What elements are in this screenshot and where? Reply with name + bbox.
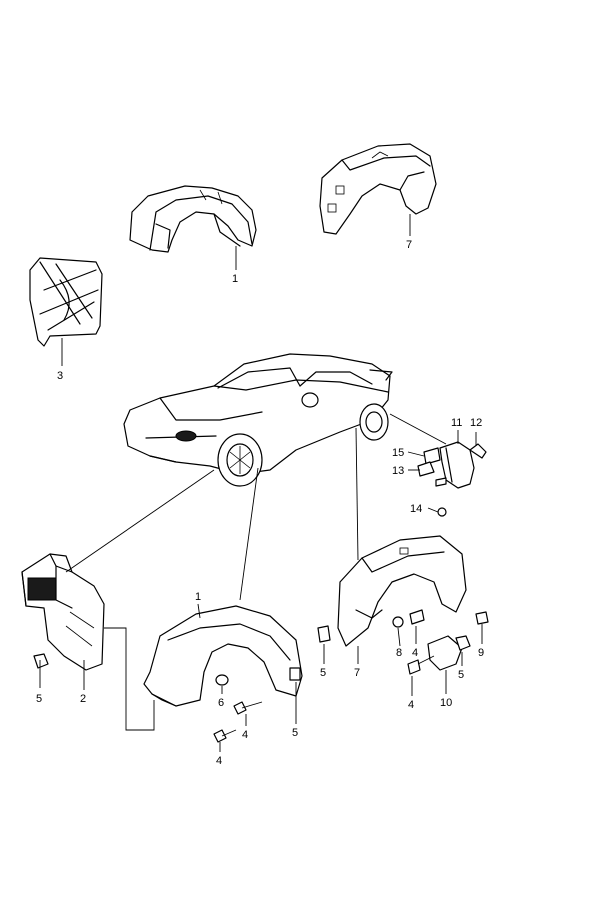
callout-1-bottom: 1: [195, 591, 201, 603]
front-trim-panel: [29, 257, 103, 347]
callout-9: 9: [478, 647, 484, 659]
callout-7-top: 7: [406, 239, 412, 251]
callout-2: 2: [80, 693, 86, 705]
callout-labels: 1 7 3 11 12 15 13 14 1 5 2 6 4 4 5 5 7 8…: [36, 239, 484, 767]
front-wheelhouse-liner-bottom: [143, 605, 303, 743]
callout-7-bottom: 7: [354, 667, 360, 679]
callout-4-a: 4: [242, 729, 248, 741]
car-illustration: [123, 353, 393, 487]
front-lower-trim-part-2: [21, 553, 105, 671]
leader-lines: [39, 214, 483, 752]
rear-small-parts-cluster: [417, 441, 487, 517]
callout-3: 3: [57, 370, 63, 382]
callout-4-b: 4: [216, 755, 222, 767]
callout-10: 10: [440, 697, 452, 709]
rear-wheelhouse-liner-top: [319, 143, 437, 235]
callout-13: 13: [392, 465, 404, 477]
callout-14: 14: [410, 503, 422, 515]
front-wheelhouse-liner-top: [129, 185, 257, 253]
callout-8: 8: [396, 647, 402, 659]
callout-5-left: 5: [36, 693, 42, 705]
callout-1-top: 1: [232, 273, 238, 285]
callout-5-rear: 5: [320, 667, 326, 679]
callout-4-d: 4: [408, 699, 414, 711]
callout-4-c: 4: [412, 647, 418, 659]
callout-12: 12: [470, 417, 482, 429]
rear-wheelhouse-liner-bottom: [317, 535, 489, 675]
callout-5-mid: 5: [292, 727, 298, 739]
callout-6: 6: [218, 697, 224, 709]
callout-11: 11: [451, 417, 462, 429]
callout-15: 15: [392, 447, 404, 459]
callout-5-far: 5: [458, 669, 464, 681]
